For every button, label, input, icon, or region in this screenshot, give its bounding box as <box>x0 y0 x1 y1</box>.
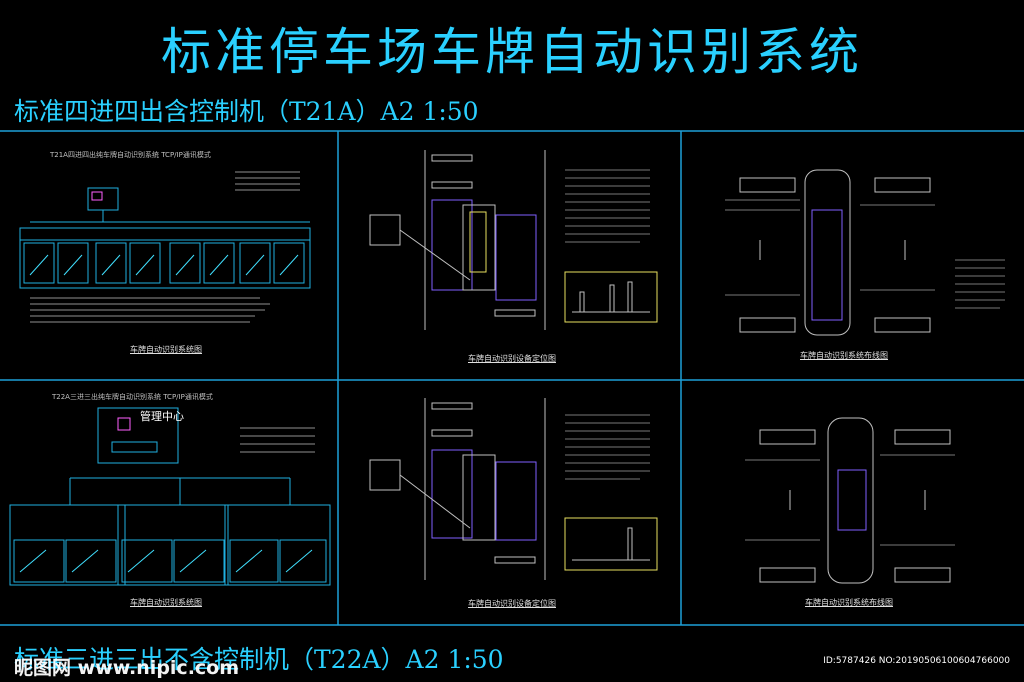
tl-system-diagram <box>19 171 311 323</box>
watermark-left: 昵图网 www.nipic.com <box>14 657 240 679</box>
bl-mgmt-center: 管理中心 <box>140 410 184 423</box>
tr-wiring-diagram <box>725 169 1005 336</box>
tl-caption: 车牌自动识别系统图 <box>130 345 202 354</box>
watermark-right: ID:5787426 NO:20190506100604766000 <box>823 656 1010 666</box>
br-caption: 车牌自动识别系统布线图 <box>805 598 893 607</box>
bm-positioning-diagram <box>369 398 658 580</box>
subtitle-bottom: 标准三进三出不含控制机（T22A）A2 1:50 <box>14 645 504 674</box>
tr-caption: 车牌自动识别系统布线图 <box>800 351 888 360</box>
bl-caption: 车牌自动识别系统图 <box>130 598 202 607</box>
tl-header: T21A四进四出纯车牌自动识别系统 TCP/IP通讯模式 <box>50 151 211 159</box>
bm-caption: 车牌自动识别设备定位图 <box>468 599 556 608</box>
bl-system-diagram <box>9 407 331 586</box>
br-wiring-diagram <box>745 417 955 584</box>
page-title: 标准停车场车牌自动识别系统 <box>161 23 863 81</box>
subtitle-top: 标准四进四出含控制机（T21A）A2 1:50 <box>14 97 479 126</box>
tm-positioning-diagram <box>369 150 658 330</box>
tm-caption: 车牌自动识别设备定位图 <box>468 354 556 363</box>
bl-header: T22A三进三出纯车牌自动识别系统 TCP/IP通讯模式 <box>52 393 213 401</box>
